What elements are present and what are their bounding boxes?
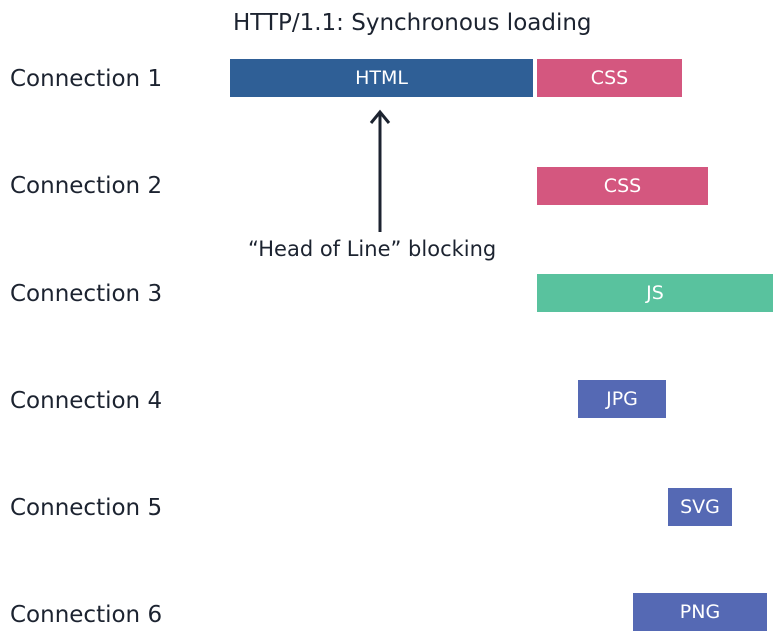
js-bar-label: JS: [646, 282, 664, 304]
connection-6-label: Connection 6: [10, 602, 163, 628]
connection-5-label: Connection 5: [10, 495, 163, 521]
up-arrow-icon: [369, 109, 391, 232]
css-bar-connection-1: CSS: [537, 59, 682, 97]
html-bar-label: HTML: [355, 67, 408, 89]
svg-bar: SVG: [668, 488, 732, 526]
css-bar-label: CSS: [603, 175, 642, 197]
connection-3-label: Connection 3: [10, 281, 163, 307]
png-bar-label: PNG: [679, 601, 721, 623]
connection-2-label: Connection 2: [10, 173, 163, 199]
svg-bar-label: SVG: [680, 496, 720, 518]
jpg-bar: JPG: [578, 380, 666, 418]
js-bar: JS: [537, 274, 773, 312]
head-of-line-blocking-annotation: “Head of Line” blocking: [248, 237, 497, 261]
diagram-title: HTTP/1.1: Synchronous loading: [233, 10, 592, 36]
css-bar-label: CSS: [590, 67, 629, 89]
html-bar: HTML: [230, 59, 533, 97]
connection-1-label: Connection 1: [10, 66, 163, 92]
css-bar-connection-2: CSS: [537, 167, 708, 205]
png-bar: PNG: [633, 593, 767, 631]
connection-4-label: Connection 4: [10, 388, 163, 414]
jpg-bar-label: JPG: [606, 388, 638, 410]
